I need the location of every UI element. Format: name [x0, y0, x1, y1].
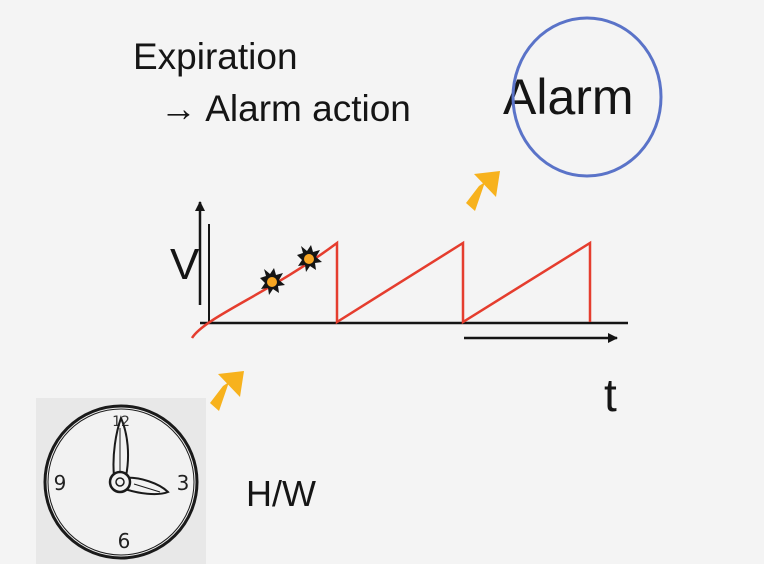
expiration-label: Expiration: [133, 36, 298, 77]
y-axis-label: V: [170, 240, 200, 289]
tick-marker-icon: [260, 268, 285, 295]
alarm-action-label: → Alarm action: [160, 90, 411, 127]
hw-label: H/W: [246, 473, 316, 514]
analog-clock-icon: 12 3 6 9: [43, 404, 199, 560]
alarm-label: Alarm: [503, 69, 634, 125]
clock-minute-hand: [112, 415, 130, 477]
clock-numeral: 6: [118, 529, 131, 553]
alarm-action-text: Alarm action: [205, 88, 411, 129]
clock-hour-hand: [121, 476, 170, 496]
arrow-to-alarm-icon: [466, 171, 500, 211]
clock-numeral: 12: [112, 414, 130, 430]
clock-numeral: 9: [54, 471, 67, 495]
right-arrow-icon: →: [160, 88, 197, 129]
x-axis-label: t: [604, 369, 617, 421]
alarm-circle: [511, 16, 663, 178]
arrow-to-graph-icon: [210, 371, 244, 411]
clock-numeral: 3: [177, 471, 190, 495]
tick-marker-icon: [297, 245, 322, 272]
